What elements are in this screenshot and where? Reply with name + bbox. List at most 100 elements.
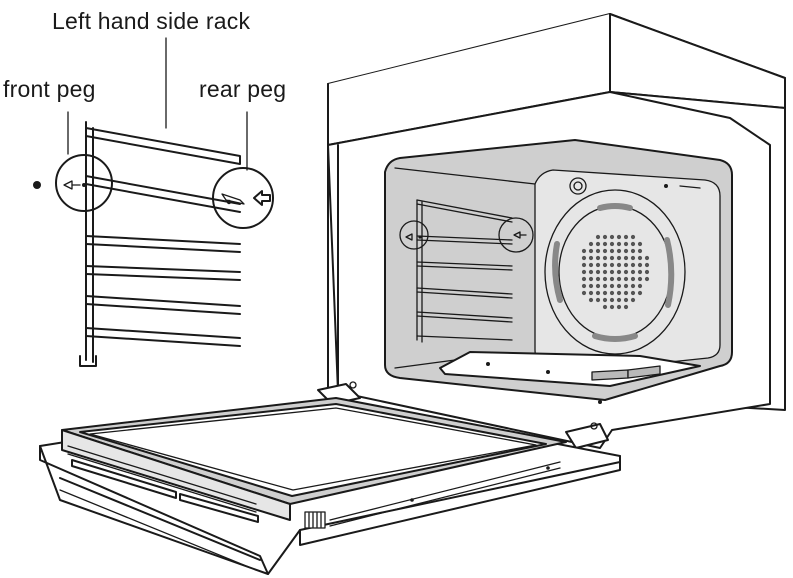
perforation-dot xyxy=(623,241,629,247)
perforation-dot xyxy=(588,248,594,254)
perforation-dot xyxy=(630,269,636,275)
perforation-dot xyxy=(616,248,622,254)
perforation-dot xyxy=(637,290,643,296)
perforation-dot xyxy=(644,255,650,261)
perforation-dot xyxy=(623,283,629,289)
perforation-dot xyxy=(623,297,629,303)
perforation-dot xyxy=(616,283,622,289)
perforation-dot xyxy=(644,269,650,275)
door-vent xyxy=(304,511,326,529)
perforation-dot xyxy=(623,276,629,282)
fan-vent-slots xyxy=(552,203,675,342)
perforation-dot xyxy=(609,269,615,275)
installed-side-rack xyxy=(416,199,513,343)
perforation-dot xyxy=(609,290,615,296)
perforation-dot xyxy=(616,290,622,296)
leader-lines xyxy=(67,37,248,171)
perforation-dot xyxy=(637,248,643,254)
perforation-dot xyxy=(588,283,594,289)
perforation-dot xyxy=(630,297,636,303)
perforation-dot xyxy=(616,241,622,247)
perforation-dot xyxy=(602,262,608,268)
perforation-dot xyxy=(630,276,636,282)
perforation-dot xyxy=(602,297,608,303)
perforation-dot xyxy=(581,283,587,289)
perforation-dot xyxy=(609,262,615,268)
perforation-dot xyxy=(602,241,608,247)
perforation-dot xyxy=(644,276,650,282)
perforation-dot xyxy=(609,248,615,254)
perforation-dot xyxy=(616,234,622,240)
perforation-dot xyxy=(588,269,594,275)
perforation-dot xyxy=(595,276,601,282)
perforation-dot xyxy=(609,255,615,261)
perforation-dot xyxy=(588,241,594,247)
perforation-dot xyxy=(609,276,615,282)
perforation-dot xyxy=(595,283,601,289)
perforation-dot xyxy=(602,304,608,310)
perforation-dot xyxy=(581,255,587,261)
perforation-dot xyxy=(609,283,615,289)
perforation-dot xyxy=(616,297,622,303)
perforation-dot xyxy=(623,255,629,261)
perforation-dot xyxy=(623,262,629,268)
perforation-dot xyxy=(595,269,601,275)
perforation-dot xyxy=(630,234,636,240)
perforation-dot xyxy=(630,255,636,261)
perforation-dot xyxy=(616,304,622,310)
perforation-dot xyxy=(588,276,594,282)
perforation-dot xyxy=(595,262,601,268)
perforation-dot xyxy=(630,248,636,254)
perforation-dot xyxy=(602,276,608,282)
perforation-dot xyxy=(581,269,587,275)
perforation-dot xyxy=(630,241,636,247)
perforation-dot xyxy=(623,304,629,310)
perforation-dot xyxy=(630,283,636,289)
perforation-dot xyxy=(637,269,643,275)
perforation-dot xyxy=(623,290,629,296)
perforation-dot xyxy=(595,241,601,247)
rack-title-label: Left hand side rack xyxy=(52,8,251,34)
oven-cavity xyxy=(384,139,733,401)
front-peg-label: front peg xyxy=(3,76,96,102)
perforation-dot xyxy=(595,248,601,254)
perforation-dot xyxy=(630,262,636,268)
side-rack-detail xyxy=(33,121,274,367)
perforation-dot xyxy=(595,290,601,296)
perforation-dot xyxy=(602,248,608,254)
perforation-dot xyxy=(637,262,643,268)
perforation-dot xyxy=(644,262,650,268)
perforation-dot xyxy=(581,290,587,296)
perforation-dot xyxy=(637,255,643,261)
perforation-dot xyxy=(616,255,622,261)
perforation-dot xyxy=(602,234,608,240)
perforation-dot xyxy=(602,290,608,296)
perforation-dot xyxy=(630,290,636,296)
perforation-dot xyxy=(581,262,587,268)
perforation-dot xyxy=(623,248,629,254)
perforation-dot xyxy=(588,290,594,296)
perforation-dot xyxy=(609,297,615,303)
perforation-dot xyxy=(637,241,643,247)
perforation-dot xyxy=(595,255,601,261)
perforation-dot xyxy=(602,269,608,275)
oven-door xyxy=(39,381,621,575)
perforation-dot xyxy=(623,234,629,240)
perforation-dot xyxy=(637,283,643,289)
perforation-dot xyxy=(602,255,608,261)
perforation-dot xyxy=(609,234,615,240)
perforation-dot xyxy=(616,269,622,275)
rear-peg-label: rear peg xyxy=(199,76,287,102)
perforation-dot xyxy=(588,262,594,268)
perforation-dot xyxy=(581,276,587,282)
perforation-dot xyxy=(609,241,615,247)
front-peg-marker-dot xyxy=(33,181,41,189)
perforation-dot xyxy=(595,297,601,303)
perforation-dot xyxy=(616,276,622,282)
perforation-dot xyxy=(609,304,615,310)
perforation-dot xyxy=(588,255,594,261)
perforation-dot xyxy=(602,283,608,289)
fan-perforation xyxy=(581,234,650,310)
